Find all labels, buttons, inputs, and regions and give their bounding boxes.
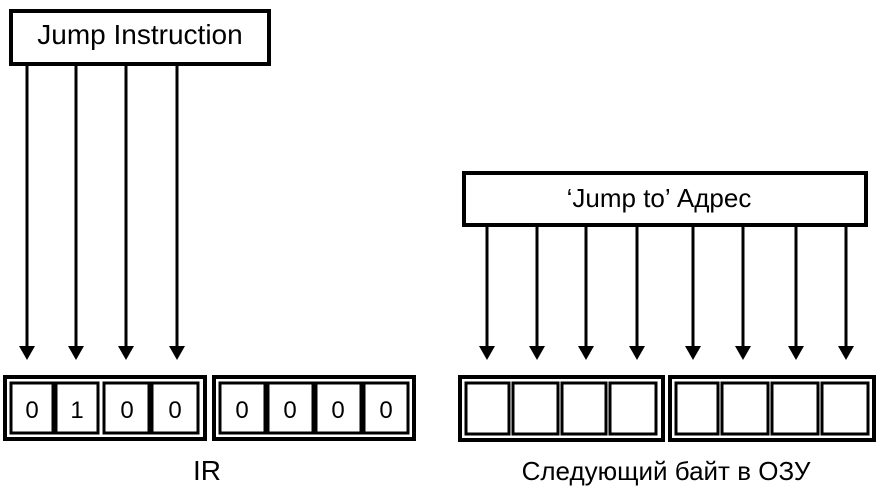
byte-cell (511, 381, 560, 436)
ir-bit-value: 0 (168, 397, 181, 424)
ir-low-nibble: 0 0 0 0 (212, 375, 416, 441)
arrowhead (735, 346, 751, 360)
byte-cell (608, 381, 658, 436)
ir-bit-value: 0 (25, 397, 38, 424)
ir-high-nibble: 0 1 0 0 (3, 375, 207, 441)
jump-instruction-box: Jump Instruction (9, 9, 271, 66)
register-cell (266, 381, 315, 435)
register-cell (362, 381, 410, 435)
byte-cell (674, 381, 720, 436)
jump-to-address-label: ‘Jump to’ Адрес (567, 183, 752, 213)
next-byte-low-nibble (668, 375, 876, 442)
arrowhead (685, 346, 701, 360)
arrowhead (68, 346, 84, 360)
arrowhead (838, 346, 854, 360)
arrowhead (169, 346, 185, 360)
ir-bit-value: 0 (120, 397, 133, 424)
arrowhead (118, 346, 134, 360)
register-cell (218, 381, 267, 435)
ir-bit-value: 1 (70, 397, 83, 424)
ir-bit-value: 0 (379, 397, 392, 424)
arrowhead (529, 346, 545, 360)
arrowhead (788, 346, 804, 360)
instruction-arrows (19, 64, 185, 360)
arrowhead (578, 346, 594, 360)
ir-label: IR (193, 455, 221, 486)
arrowhead (629, 346, 645, 360)
jump-instruction-label: Jump Instruction (37, 19, 242, 50)
register-cell (54, 381, 100, 435)
register-cell (9, 381, 55, 435)
byte-cell (560, 381, 608, 436)
byte-cell (770, 381, 820, 436)
ir-bit-value: 0 (283, 397, 296, 424)
ir-bit-value: 0 (235, 397, 248, 424)
next-byte-high-nibble (458, 375, 665, 442)
address-arrows (479, 225, 854, 360)
arrowhead (19, 346, 35, 360)
register-cell (102, 381, 151, 435)
byte-cell (820, 381, 870, 436)
jump-to-address-box: ‘Jump to’ Адрес (462, 171, 868, 227)
register-cell (150, 381, 200, 435)
ir-bit-value: 0 (331, 397, 344, 424)
register-cell (314, 381, 363, 435)
byte-cell (720, 381, 770, 436)
next-byte-label: Следующий байт в ОЗУ (522, 456, 811, 486)
byte-cell (464, 381, 511, 436)
arrowhead (479, 346, 495, 360)
